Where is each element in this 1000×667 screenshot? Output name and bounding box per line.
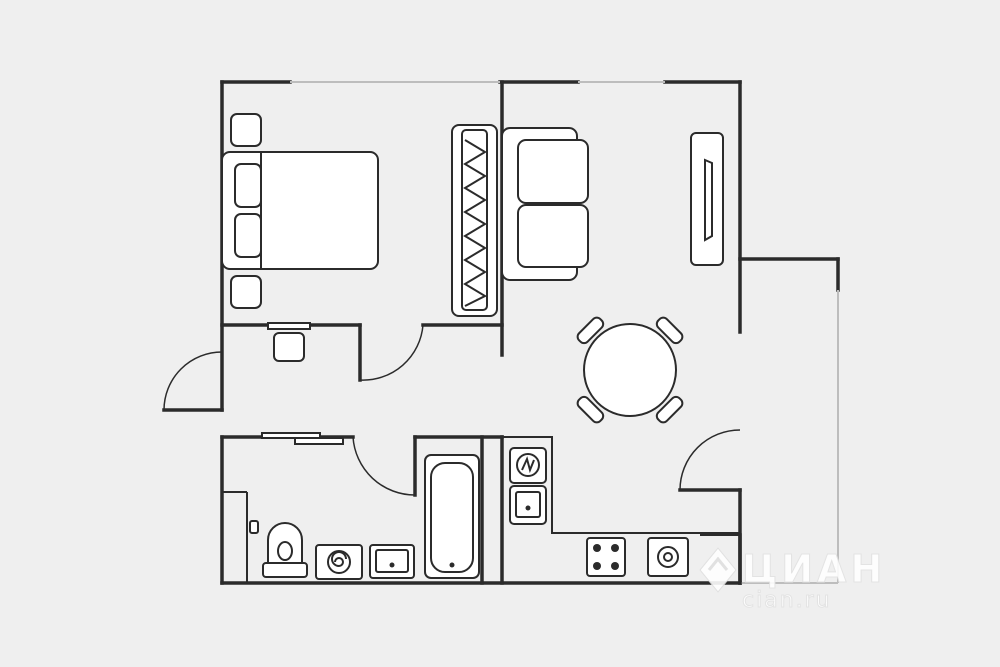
- bedroom-door-swing: [359, 324, 424, 381]
- bidet-shower: [249, 520, 259, 534]
- cian-logo-icon: [699, 547, 737, 593]
- kitchen-counter: [502, 436, 740, 534]
- hangers: [463, 139, 488, 307]
- towel-rail: [294, 437, 344, 445]
- pillow-2: [234, 213, 262, 258]
- nightstand-bottom: [230, 275, 262, 309]
- dining-chairs: [576, 316, 684, 424]
- kitchen-sink: [509, 485, 547, 525]
- watermark-sub: cian.ru: [742, 588, 832, 613]
- bathroom-sink: [369, 544, 415, 579]
- bathroom-door-swing: [352, 436, 416, 496]
- toilet-tank: [262, 562, 308, 578]
- desk-edge: [267, 322, 311, 330]
- windows: [290, 81, 839, 584]
- bedroom-furniture: [221, 113, 498, 362]
- dining-table: [583, 323, 677, 417]
- nightstand-top: [230, 113, 262, 147]
- bathtub: [424, 454, 480, 579]
- pillow-1: [234, 163, 262, 208]
- watermark-brand: ЦИАН: [742, 547, 886, 591]
- tv-stand: [690, 132, 724, 266]
- burners: [593, 544, 619, 570]
- watermark: ЦИАН cian.ru: [699, 547, 886, 614]
- tv: [704, 158, 713, 242]
- bedroom-chair: [273, 332, 305, 362]
- dishwasher: [647, 537, 689, 577]
- bathroom-fixtures: [249, 432, 480, 580]
- front-door-swing: [163, 351, 223, 411]
- living-furniture: [501, 127, 740, 577]
- stove: [586, 537, 626, 577]
- wardrobe: [451, 124, 498, 317]
- washing-machine: [315, 544, 363, 580]
- shelf: [261, 432, 321, 439]
- doors: [163, 324, 741, 496]
- balcony-door-swing: [679, 429, 741, 491]
